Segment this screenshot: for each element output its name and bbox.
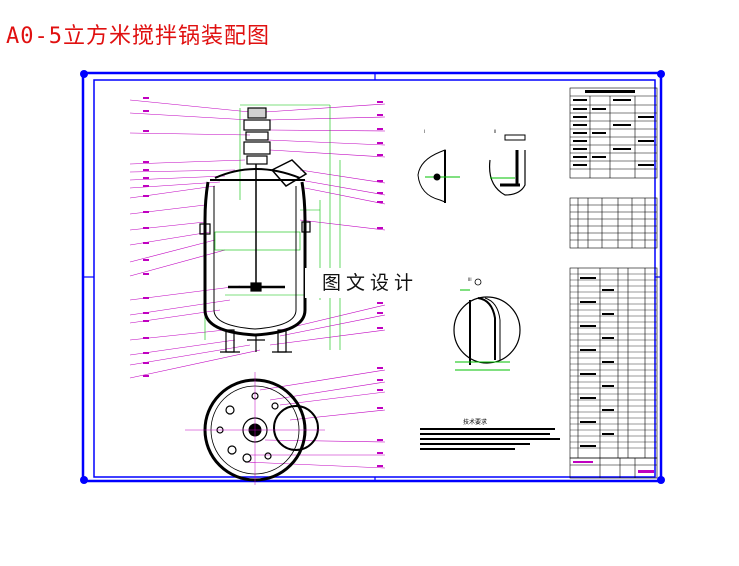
parts-list-text — [580, 277, 614, 447]
technical-requirements-block — [420, 428, 560, 450]
corner-dot-icon — [80, 70, 665, 484]
technical-requirements-title: 技术要求 — [463, 419, 488, 426]
vessel-top-view — [185, 372, 325, 485]
detail-label-c: III — [468, 277, 472, 282]
parts-list-rows — [570, 273, 657, 449]
detail-view-b — [488, 134, 526, 196]
design-parameters-table — [569, 87, 658, 179]
left-callout-numbers — [143, 97, 149, 377]
detail-label-b: II — [494, 129, 497, 134]
title-block-marks — [573, 461, 654, 473]
right-callout-numbers — [377, 101, 383, 467]
vessel-front-view — [199, 107, 311, 353]
left-callout-leaders — [129, 99, 261, 379]
sheet-frame — [81, 71, 663, 483]
title-block — [569, 457, 658, 479]
drawing-title: A0-5立方米搅拌锅装配图 — [6, 24, 270, 49]
detail-view-c — [453, 278, 521, 371]
design-parameters-text — [573, 90, 654, 166]
detail-label-a: I — [424, 129, 426, 134]
nozzle-table — [569, 197, 658, 249]
watermark-text: 图文设计 — [305, 268, 435, 298]
dimension-lines — [204, 104, 341, 350]
detail-view-a — [417, 149, 460, 203]
